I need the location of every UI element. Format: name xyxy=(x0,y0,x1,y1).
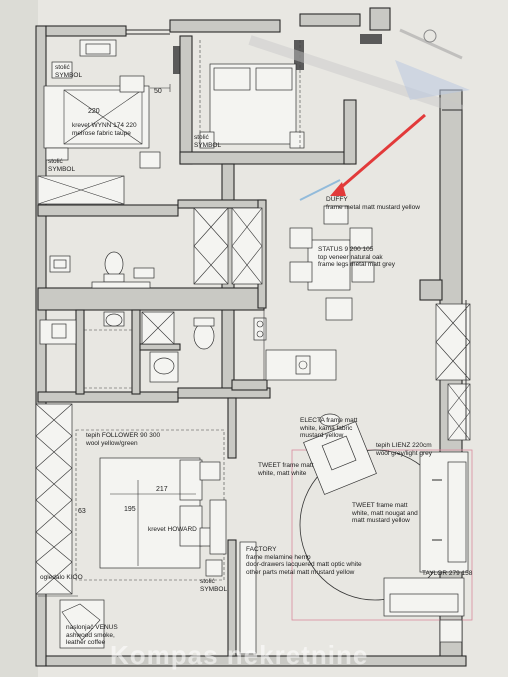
label-krevet-wynn: krevet WYNN 174 220 melrose fabric taupe xyxy=(72,122,137,137)
living-room xyxy=(239,413,473,655)
dining-set xyxy=(289,205,375,321)
bedroom-top-left xyxy=(37,39,171,205)
kitchen xyxy=(253,310,337,381)
wardrobes xyxy=(39,207,471,441)
label-tweet-1: TWEET frame matt white, matt white xyxy=(258,462,314,477)
label-dim-63: 63 xyxy=(78,508,86,515)
bathrooms xyxy=(49,251,215,389)
windows xyxy=(126,29,467,541)
label-dim-217: 217 xyxy=(156,486,168,493)
bed-wynn xyxy=(43,85,150,149)
dining-table xyxy=(307,239,351,291)
label-tepih-lienz: tepih LIENZ 220cm wool grey/light grey xyxy=(376,442,432,457)
label-tweet-2: TWEET frame matt white, matt nougat and … xyxy=(352,502,418,524)
label-status: STATUS 9 200 105 top veneer natural oak … xyxy=(318,246,395,268)
label-ogledalo: ogledalo KIOO xyxy=(40,574,83,581)
label-factory: FACTORY frame melamine hemp door-drawers… xyxy=(246,546,362,576)
label-taylor: TAYLOR 279 158 xyxy=(422,570,473,577)
label-stolic-symbol-1: stolić SYMBOL xyxy=(55,64,83,79)
label-stolic-symbol-2: stolić SYMBOL xyxy=(48,158,76,173)
label-dim-195: 195 xyxy=(124,506,136,513)
label-electa: ELECTA frame matt white, kama fabric mus… xyxy=(300,417,358,439)
label-dim-50: 50 xyxy=(154,88,162,95)
label-tepih-follower: tepih FOLLOWER 90 300 wool yellow/green xyxy=(86,432,161,447)
label-naslonjac: naslonjač VENUS ashwood smoke, leather c… xyxy=(66,624,118,646)
label-dim-220: 220 xyxy=(88,108,100,115)
label-stolic-symbol-3: stolić SYMBOL xyxy=(194,134,222,149)
bedroom-bottom-left xyxy=(35,403,227,649)
compass-mark xyxy=(248,28,470,201)
watermark: Kompas nekretnine xyxy=(110,640,369,670)
label-duffy: DUFFY frame metal matt mustard yellow xyxy=(326,196,420,211)
label-stolic-symbol-4: stolić SYMBOL xyxy=(200,578,228,593)
label-krevet-howard: krevet HOWARD xyxy=(148,526,197,533)
bedroom-top-middle xyxy=(199,40,305,150)
cabinet-factory xyxy=(239,541,257,655)
